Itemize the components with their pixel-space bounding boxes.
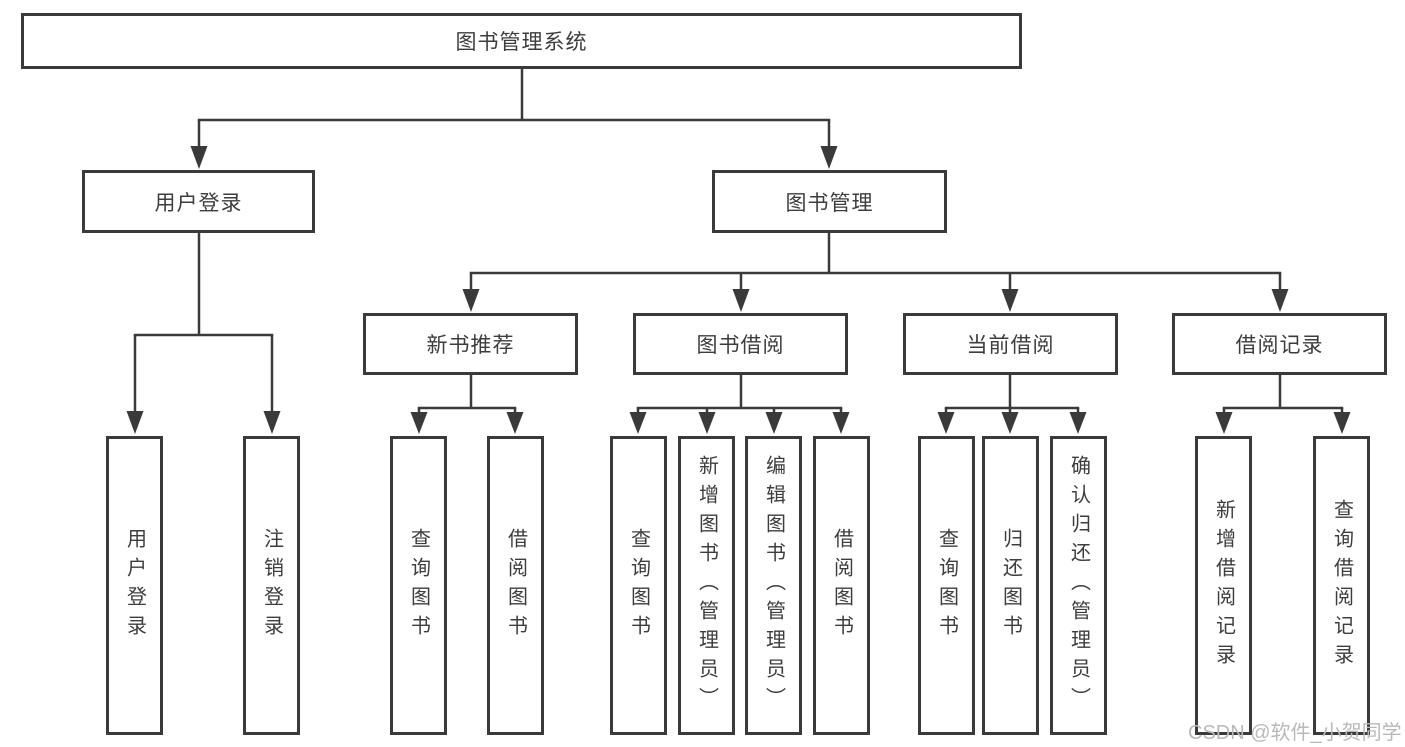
node-current-borrow: 当前借阅: [903, 313, 1118, 375]
node-borrow-records: 借阅记录: [1172, 313, 1387, 375]
arrowhead: [820, 146, 838, 169]
node-book-mgmt-label: 图书管理: [785, 191, 874, 215]
leaf-br-add-record: 新增借阅记录: [1195, 436, 1252, 735]
leaf-bb-edit-books: 编辑图书（管理员）: [745, 436, 802, 735]
arrowhead: [629, 412, 647, 434]
node-root-label: 图书管理系统: [455, 31, 588, 54]
arrowhead: [732, 289, 750, 312]
connector-borrow-records-children: [1215, 375, 1351, 434]
leaf-user-login-label: 用户登录: [123, 527, 146, 644]
leaf-cb-query-books: 查询图书: [918, 436, 975, 735]
leaf-bb-edit-books-label: 编辑图书（管理员）: [762, 455, 785, 716]
arrowhead: [190, 146, 208, 169]
arrowhead: [263, 411, 281, 434]
leaf-nbr-borrow-books: 借阅图书: [487, 436, 544, 735]
leaf-nbr-query-books: 查询图书: [390, 436, 447, 735]
node-book-borrow: 图书借阅: [633, 313, 848, 375]
leaf-br-query-record: 查询借阅记录: [1313, 436, 1370, 735]
leaf-logout-label: 注销登录: [260, 527, 283, 644]
leaf-nbr-borrow-books-label: 借阅图书: [504, 527, 527, 644]
node-user-login: 用户登录: [82, 170, 315, 233]
arrowhead: [1333, 412, 1351, 434]
connector-new-book-rec-children: [410, 375, 524, 434]
node-book-mgmt: 图书管理: [712, 170, 947, 233]
leaf-nbr-query-books-label: 查询图书: [407, 527, 430, 644]
leaf-bb-borrow-books: 借阅图书: [813, 436, 870, 735]
leaf-cb-confirm-return: 确认归还（管理员）: [1050, 436, 1107, 735]
leaf-logout: 注销登录: [243, 436, 300, 735]
node-new-book-rec: 新书推荐: [363, 313, 578, 375]
connector-book-mgmt-children: [462, 233, 1289, 312]
connector-user-login-children: [126, 233, 281, 434]
leaf-user-login: 用户登录: [106, 436, 163, 735]
arrowhead: [832, 412, 850, 434]
arrowhead: [506, 412, 524, 434]
arrowhead: [765, 412, 783, 434]
leaf-br-add-record-label: 新增借阅记录: [1212, 498, 1235, 673]
node-new-book-rec-label: 新书推荐: [426, 334, 515, 357]
arrowhead: [1069, 412, 1087, 434]
leaf-br-query-record-label: 查询借阅记录: [1330, 498, 1353, 673]
node-current-borrow-label: 当前借阅: [966, 334, 1055, 357]
leaf-bb-borrow-books-label: 借阅图书: [830, 527, 853, 644]
connector-book-borrow-children: [629, 375, 850, 434]
arrowhead: [410, 412, 428, 434]
arrowhead: [698, 412, 716, 434]
arrowhead: [462, 289, 480, 312]
node-root: 图书管理系统: [21, 13, 1022, 69]
leaf-bb-query-books: 查询图书: [610, 436, 667, 735]
node-borrow-records-label: 借阅记录: [1235, 334, 1324, 357]
leaf-cb-return-books-label: 归还图书: [999, 527, 1022, 644]
node-book-borrow-label: 图书借阅: [696, 334, 785, 357]
arrowhead: [1001, 289, 1019, 312]
leaf-cb-query-books-label: 查询图书: [935, 527, 958, 644]
leaf-bb-add-books: 新增图书（管理员）: [678, 436, 735, 735]
node-user-login-label: 用户登录: [154, 191, 243, 215]
arrowhead: [126, 411, 144, 434]
arrowhead: [937, 412, 955, 434]
arrowhead: [1215, 412, 1233, 434]
leaf-cb-confirm-return-label: 确认归还（管理员）: [1067, 455, 1090, 716]
arrowhead: [1271, 289, 1289, 312]
connector-current-borrow-children: [937, 375, 1087, 434]
leaf-bb-add-books-label: 新增图书（管理员）: [695, 455, 718, 716]
arrowhead: [1001, 412, 1019, 434]
leaf-cb-return-books: 归还图书: [982, 436, 1039, 735]
leaf-bb-query-books-label: 查询图书: [627, 527, 650, 644]
connector-root-to-level2: [190, 69, 838, 169]
csdn-watermark: CSDN @软件_小贺同学: [1188, 722, 1402, 744]
